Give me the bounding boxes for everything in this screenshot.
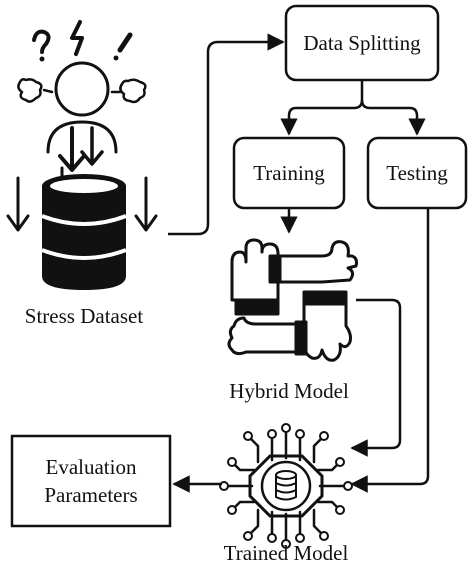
arrow-dataset-to-splitting [168, 33, 285, 236]
evaluation-parameters-box: Evaluation Parameters [10, 434, 172, 528]
connectors [168, 33, 430, 493]
stress-dataset-caption: Stress Dataset [25, 304, 144, 328]
arrow-testing-to-trained [350, 208, 430, 493]
stressed-person-icon [17, 20, 147, 154]
evaluation-label-line2: Parameters [44, 483, 137, 507]
person-to-dataset-arrows [6, 126, 158, 232]
data-splitting-box: Data Splitting [284, 4, 440, 82]
evaluation-label-line1: Evaluation [46, 455, 137, 479]
arrow-splitting-to-branch [280, 80, 364, 136]
testing-box: Testing [366, 136, 468, 210]
trained-model-caption: Trained Model [224, 541, 349, 565]
database-icon [41, 174, 127, 290]
teamwork-hands-icon [227, 238, 358, 362]
testing-label: Testing [386, 161, 448, 185]
data-splitting-label: Data Splitting [303, 31, 421, 55]
hybrid-model-caption: Hybrid Model [229, 379, 349, 403]
arrow-splitting-to-testing [360, 99, 426, 136]
circuit-chip-database-icon [219, 423, 353, 549]
training-box: Training [232, 136, 346, 210]
training-label: Training [253, 161, 325, 185]
arrow-hybrid-to-trained [350, 298, 402, 457]
